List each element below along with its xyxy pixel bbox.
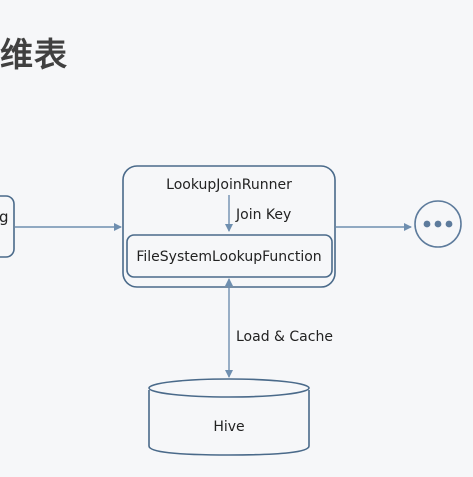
source-box-label: g: [0, 208, 9, 226]
function-label: FileSystemLookupFunction: [136, 249, 321, 265]
hive-database-icon: Hive: [148, 378, 310, 456]
source-box: g: [0, 195, 15, 258]
load-cache-label: Load & Cache: [236, 329, 333, 345]
join-key-label: Join Key: [235, 207, 291, 223]
page-title: 维表: [0, 35, 68, 74]
lookup-function-box: FileSystemLookupFunction: [126, 234, 333, 278]
hive-label: Hive: [213, 419, 244, 435]
ellipsis-circle-icon: [414, 200, 462, 248]
runner-label: LookupJoinRunner: [166, 177, 292, 193]
